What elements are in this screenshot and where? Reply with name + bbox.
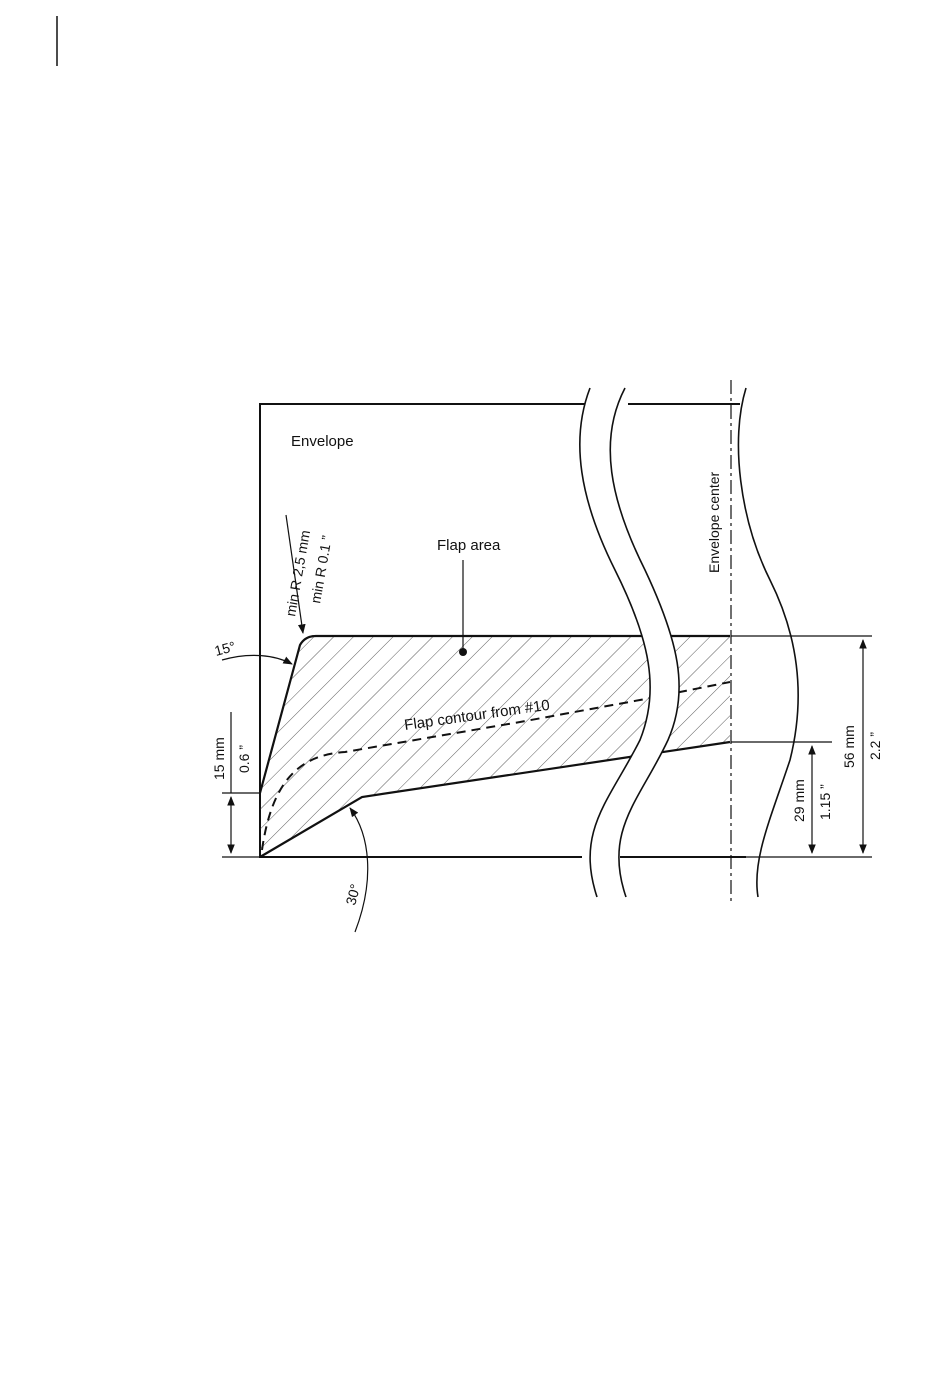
angle-30-arc	[350, 808, 368, 932]
radius-in-label: min R 0.1 ”	[307, 534, 335, 605]
flap-area-dot	[459, 648, 467, 656]
flap-area-label: Flap area	[437, 537, 501, 554]
dim-06in-label: 0.6 ”	[236, 745, 252, 773]
dim-115in-label: 1.15 ”	[817, 784, 833, 820]
dim-22in-label: 2.2 ”	[867, 732, 883, 760]
radius-mm-label: min R 2,5 mm	[282, 529, 313, 618]
angle-30-label: 30°	[342, 882, 363, 907]
envelope-label: Envelope	[291, 433, 354, 450]
dim-56mm-label: 56 mm	[841, 725, 857, 768]
dim-15mm	[222, 712, 260, 857]
envelope-center-label: Envelope center	[706, 471, 722, 573]
angle-15-arc	[222, 655, 292, 664]
angle-15-label: 15°	[213, 638, 238, 659]
dim-29mm-label: 29 mm	[791, 779, 807, 822]
dim-15mm-label: 15 mm	[211, 737, 227, 780]
